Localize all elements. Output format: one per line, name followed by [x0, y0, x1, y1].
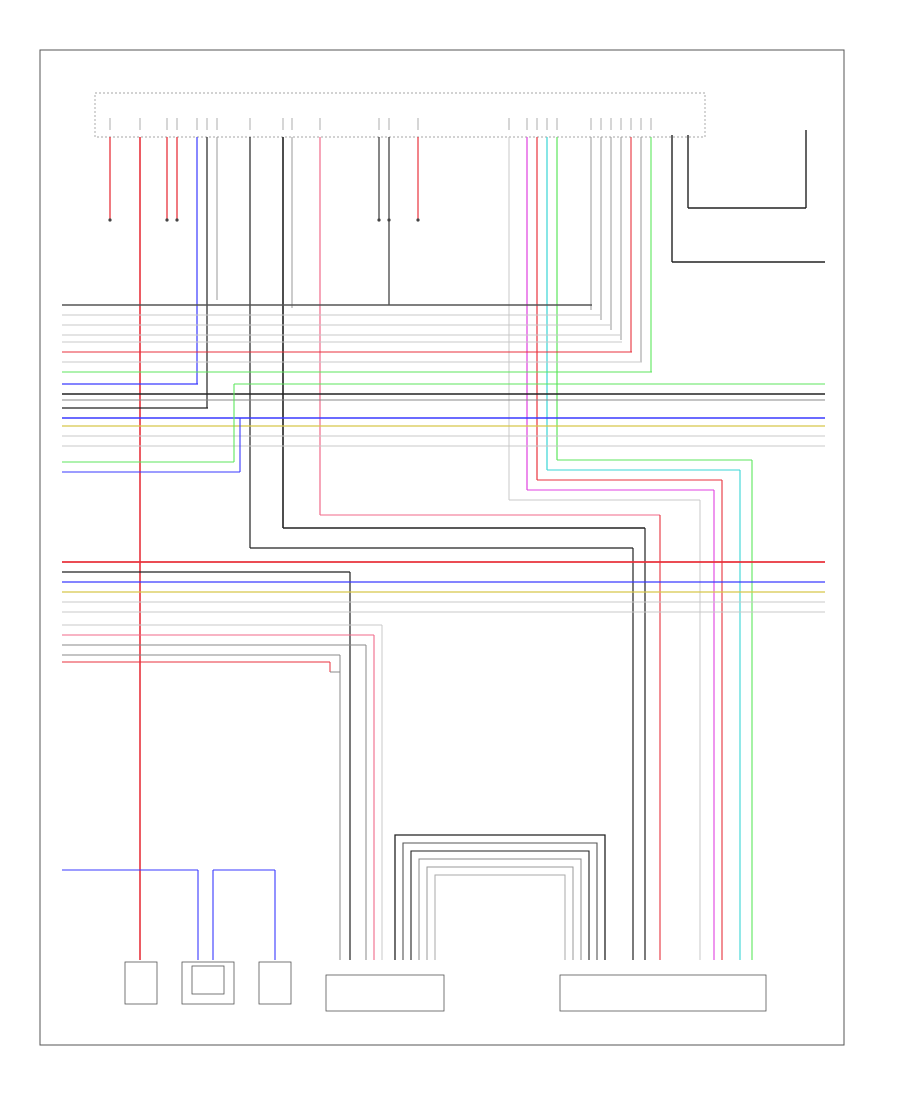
component-mid — [181, 961, 235, 1005]
diagram-frame — [39, 49, 845, 1046]
center-routing — [394, 834, 606, 960]
upper-right-component — [671, 130, 825, 263]
bottom-left-wires — [62, 869, 276, 960]
lower-horizontal-bus — [62, 561, 825, 960]
bottom-components — [124, 961, 767, 1012]
splice-markers — [108, 218, 420, 222]
component-right — [258, 961, 292, 1005]
left-horizontal-bus — [62, 304, 825, 473]
mid-routing-wires — [250, 459, 753, 960]
top-connector — [94, 92, 706, 138]
top-pin-marks — [109, 118, 652, 130]
component-left — [124, 961, 158, 1005]
center-connector — [325, 974, 445, 1012]
right-connector — [559, 974, 767, 1012]
component-mid-inner — [191, 965, 225, 995]
